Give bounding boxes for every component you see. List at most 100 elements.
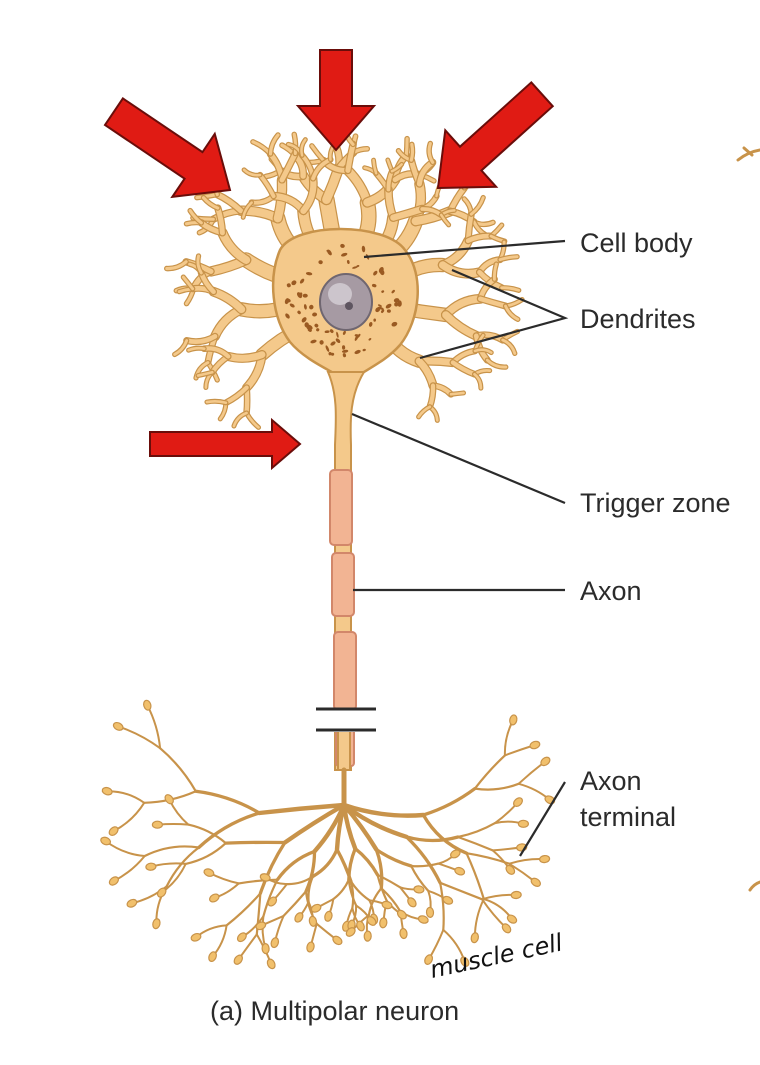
synaptic-knob <box>517 819 529 828</box>
terminal-branch <box>404 835 460 843</box>
nissl-body <box>352 266 358 269</box>
synaptic-knob <box>108 826 119 836</box>
synaptic-knob <box>506 914 518 924</box>
nissl-body <box>309 304 314 310</box>
terminal-branch <box>187 823 227 845</box>
dendrite-branch <box>498 255 519 262</box>
nissl-body <box>368 338 372 341</box>
figure-caption: (a) Multipolar neuron <box>210 996 459 1026</box>
arrow-top-left <box>103 97 232 199</box>
dendrite-branch <box>232 411 248 428</box>
nissl-bodies <box>284 243 402 358</box>
dendrite-branch <box>181 275 195 291</box>
terminal-branch <box>456 835 494 852</box>
terminal-branch <box>258 840 287 895</box>
synaptic-knob <box>255 921 267 931</box>
nucleus-highlight <box>328 283 352 305</box>
synaptic-knob <box>379 917 388 929</box>
terminal-branch <box>311 847 339 879</box>
stimulus-arrows <box>103 49 555 471</box>
dendrite-branch <box>372 158 378 175</box>
synaptic-knob <box>513 797 523 807</box>
dendrite-branch <box>188 209 203 225</box>
dendrite-branch <box>310 144 326 163</box>
synaptic-knob <box>324 910 333 922</box>
handwritten-note: muscle cell <box>427 928 565 983</box>
synaptic-knob <box>126 898 138 908</box>
nissl-body <box>346 260 350 264</box>
nissl-body <box>316 328 320 332</box>
nissl-body <box>386 309 391 313</box>
axon-lower <box>337 732 351 771</box>
nissl-body <box>336 331 339 338</box>
neighbor-figure-fragment <box>736 146 760 892</box>
nissl-body <box>385 303 392 309</box>
dendrite-branch <box>500 286 521 292</box>
nissl-body <box>284 298 290 305</box>
synaptic-knob <box>539 854 551 864</box>
leader-lines <box>351 239 569 857</box>
nissl-body <box>341 345 346 350</box>
dendrite-branch <box>223 385 249 405</box>
dendrite-branch <box>224 351 266 362</box>
synaptic-knob <box>108 876 119 886</box>
axon-break-gap <box>315 710 377 732</box>
nissl-body <box>303 304 307 310</box>
terminal-branch <box>275 849 317 882</box>
terminal-branch <box>465 852 511 865</box>
dendrite-branch <box>504 304 520 321</box>
synaptic-knob <box>501 923 512 934</box>
dendrite-branch <box>417 405 432 419</box>
synaptic-knob <box>101 786 113 796</box>
terminal-branch <box>304 849 317 894</box>
synaptic-knob <box>112 721 124 731</box>
nissl-body <box>354 349 361 355</box>
synaptic-knob <box>454 866 466 876</box>
terminal-branch <box>421 813 469 855</box>
terminal-branch <box>439 881 445 931</box>
cell-body <box>271 227 419 380</box>
leader-trigger-zone <box>351 412 566 505</box>
synaptic-knob <box>267 896 278 907</box>
dendrite-branch <box>469 196 485 216</box>
terminal-branch <box>184 842 227 865</box>
nissl-body <box>299 278 305 284</box>
dendrite-branch <box>173 339 189 356</box>
label-axon: Axon <box>580 576 642 606</box>
terminal-branch <box>349 880 355 909</box>
synaptic-knob <box>530 877 541 887</box>
synaptic-knob <box>209 893 220 903</box>
dendrite-branch <box>449 391 465 396</box>
terminal-branch <box>225 892 262 927</box>
nissl-body <box>285 313 290 319</box>
synaptic-knob <box>470 932 479 944</box>
terminal-branch <box>353 846 380 877</box>
nissl-body <box>378 266 384 274</box>
leader-axon-terminal <box>519 781 566 857</box>
synaptic-knob <box>413 885 425 894</box>
synaptic-knob <box>510 890 522 900</box>
nissl-body <box>305 272 313 276</box>
nissl-body <box>314 323 319 328</box>
dendrite-branch <box>196 370 214 377</box>
nissl-body <box>394 302 399 307</box>
terminal-branch <box>341 802 426 818</box>
terminal-branch <box>473 782 520 791</box>
synaptic-knob <box>143 699 152 711</box>
terminal-branch <box>197 811 262 850</box>
dendrite-branch <box>438 236 472 269</box>
terminal-branch <box>307 875 314 903</box>
terminal-branch <box>165 846 200 888</box>
nissl-body <box>299 292 303 298</box>
terminal-branch <box>255 892 262 936</box>
terminal-branch <box>347 878 358 907</box>
nissl-body <box>307 328 312 332</box>
terminal-branch <box>456 822 497 839</box>
terminal-branch <box>473 754 506 790</box>
nissl-body <box>304 322 309 328</box>
dendrite-branch <box>205 399 228 405</box>
synaptic-knob <box>505 864 516 875</box>
nissl-body <box>373 270 378 276</box>
terminal-branch <box>282 890 308 917</box>
